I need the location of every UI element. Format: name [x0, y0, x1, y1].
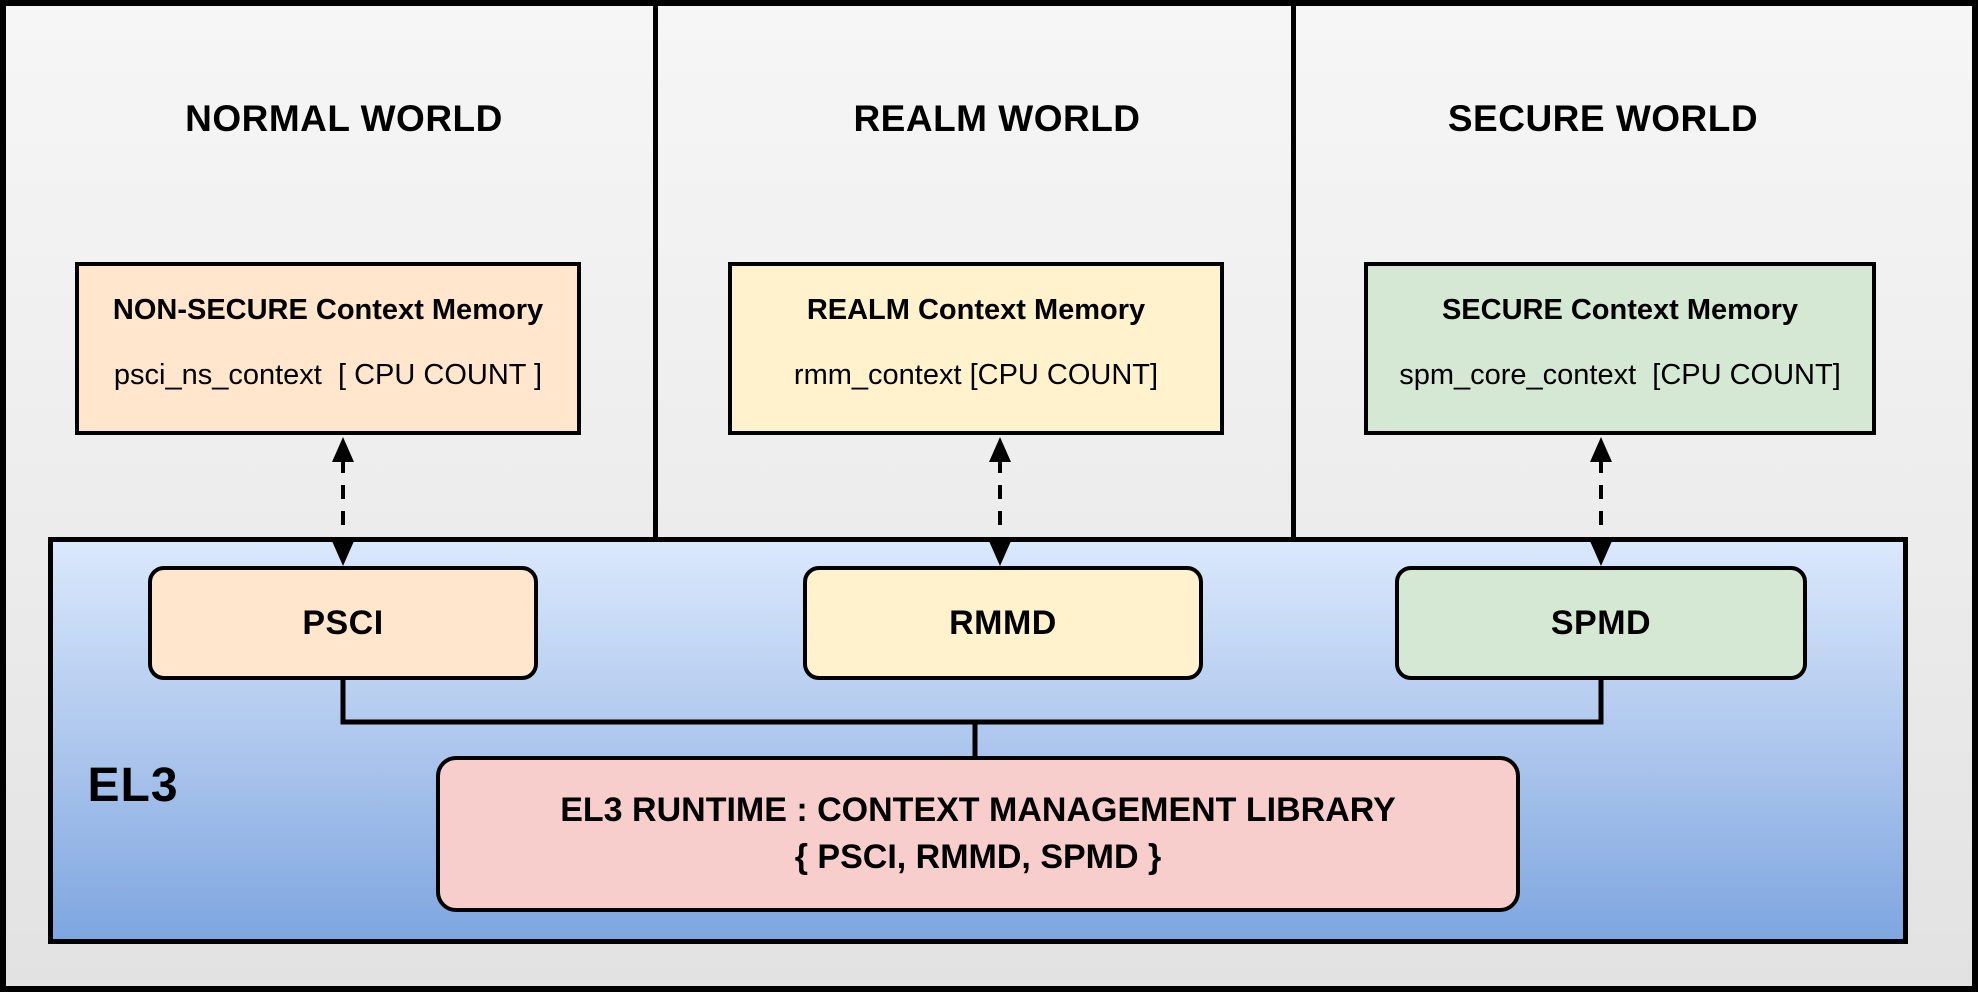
spmd-label: SPMD — [1550, 603, 1652, 642]
el3-runtime-library-box: EL3 RUNTIME : CONTEXT MANAGEMENT LIBRARY… — [436, 756, 1520, 912]
el3-runtime-line2: { PSCI, RMMD, SPMD } — [794, 838, 1162, 876]
el3-runtime-line1: EL3 RUNTIME : CONTEXT MANAGEMENT LIBRARY — [560, 791, 1396, 829]
non-secure-context-memory-box: NON-SECURE Context Memory psci_ns_contex… — [75, 262, 581, 435]
secure-context-memory-value: spm_core_context [CPU COUNT] — [1399, 359, 1841, 391]
el3-label: EL3 — [87, 759, 179, 812]
realm-context-memory-value: rmm_context [CPU COUNT] — [793, 359, 1159, 391]
non-secure-context-memory-value: psci_ns_context [ CPU COUNT ] — [113, 359, 543, 391]
rmmd-box: RMMD — [803, 566, 1203, 680]
realm-world-title: REALM WORLD — [853, 98, 1141, 139]
secure-world-title: SECURE WORLD — [1447, 98, 1759, 139]
realm-context-memory-box: REALM Context Memory rmm_context [CPU CO… — [728, 262, 1224, 435]
section-divider-normal-realm — [653, 0, 658, 541]
section-divider-realm-secure — [1291, 0, 1296, 541]
normal-world-title: NORMAL WORLD — [185, 98, 503, 139]
psci-label: PSCI — [302, 603, 384, 642]
secure-context-memory-box: SECURE Context Memory spm_core_context [… — [1364, 262, 1876, 435]
rmmd-label: RMMD — [949, 603, 1057, 642]
psci-box: PSCI — [148, 566, 538, 680]
realm-context-memory-title: REALM Context Memory — [806, 294, 1146, 326]
non-secure-context-memory-title: NON-SECURE Context Memory — [112, 294, 544, 326]
spmd-box: SPMD — [1395, 566, 1807, 680]
secure-context-memory-title: SECURE Context Memory — [1441, 294, 1799, 326]
